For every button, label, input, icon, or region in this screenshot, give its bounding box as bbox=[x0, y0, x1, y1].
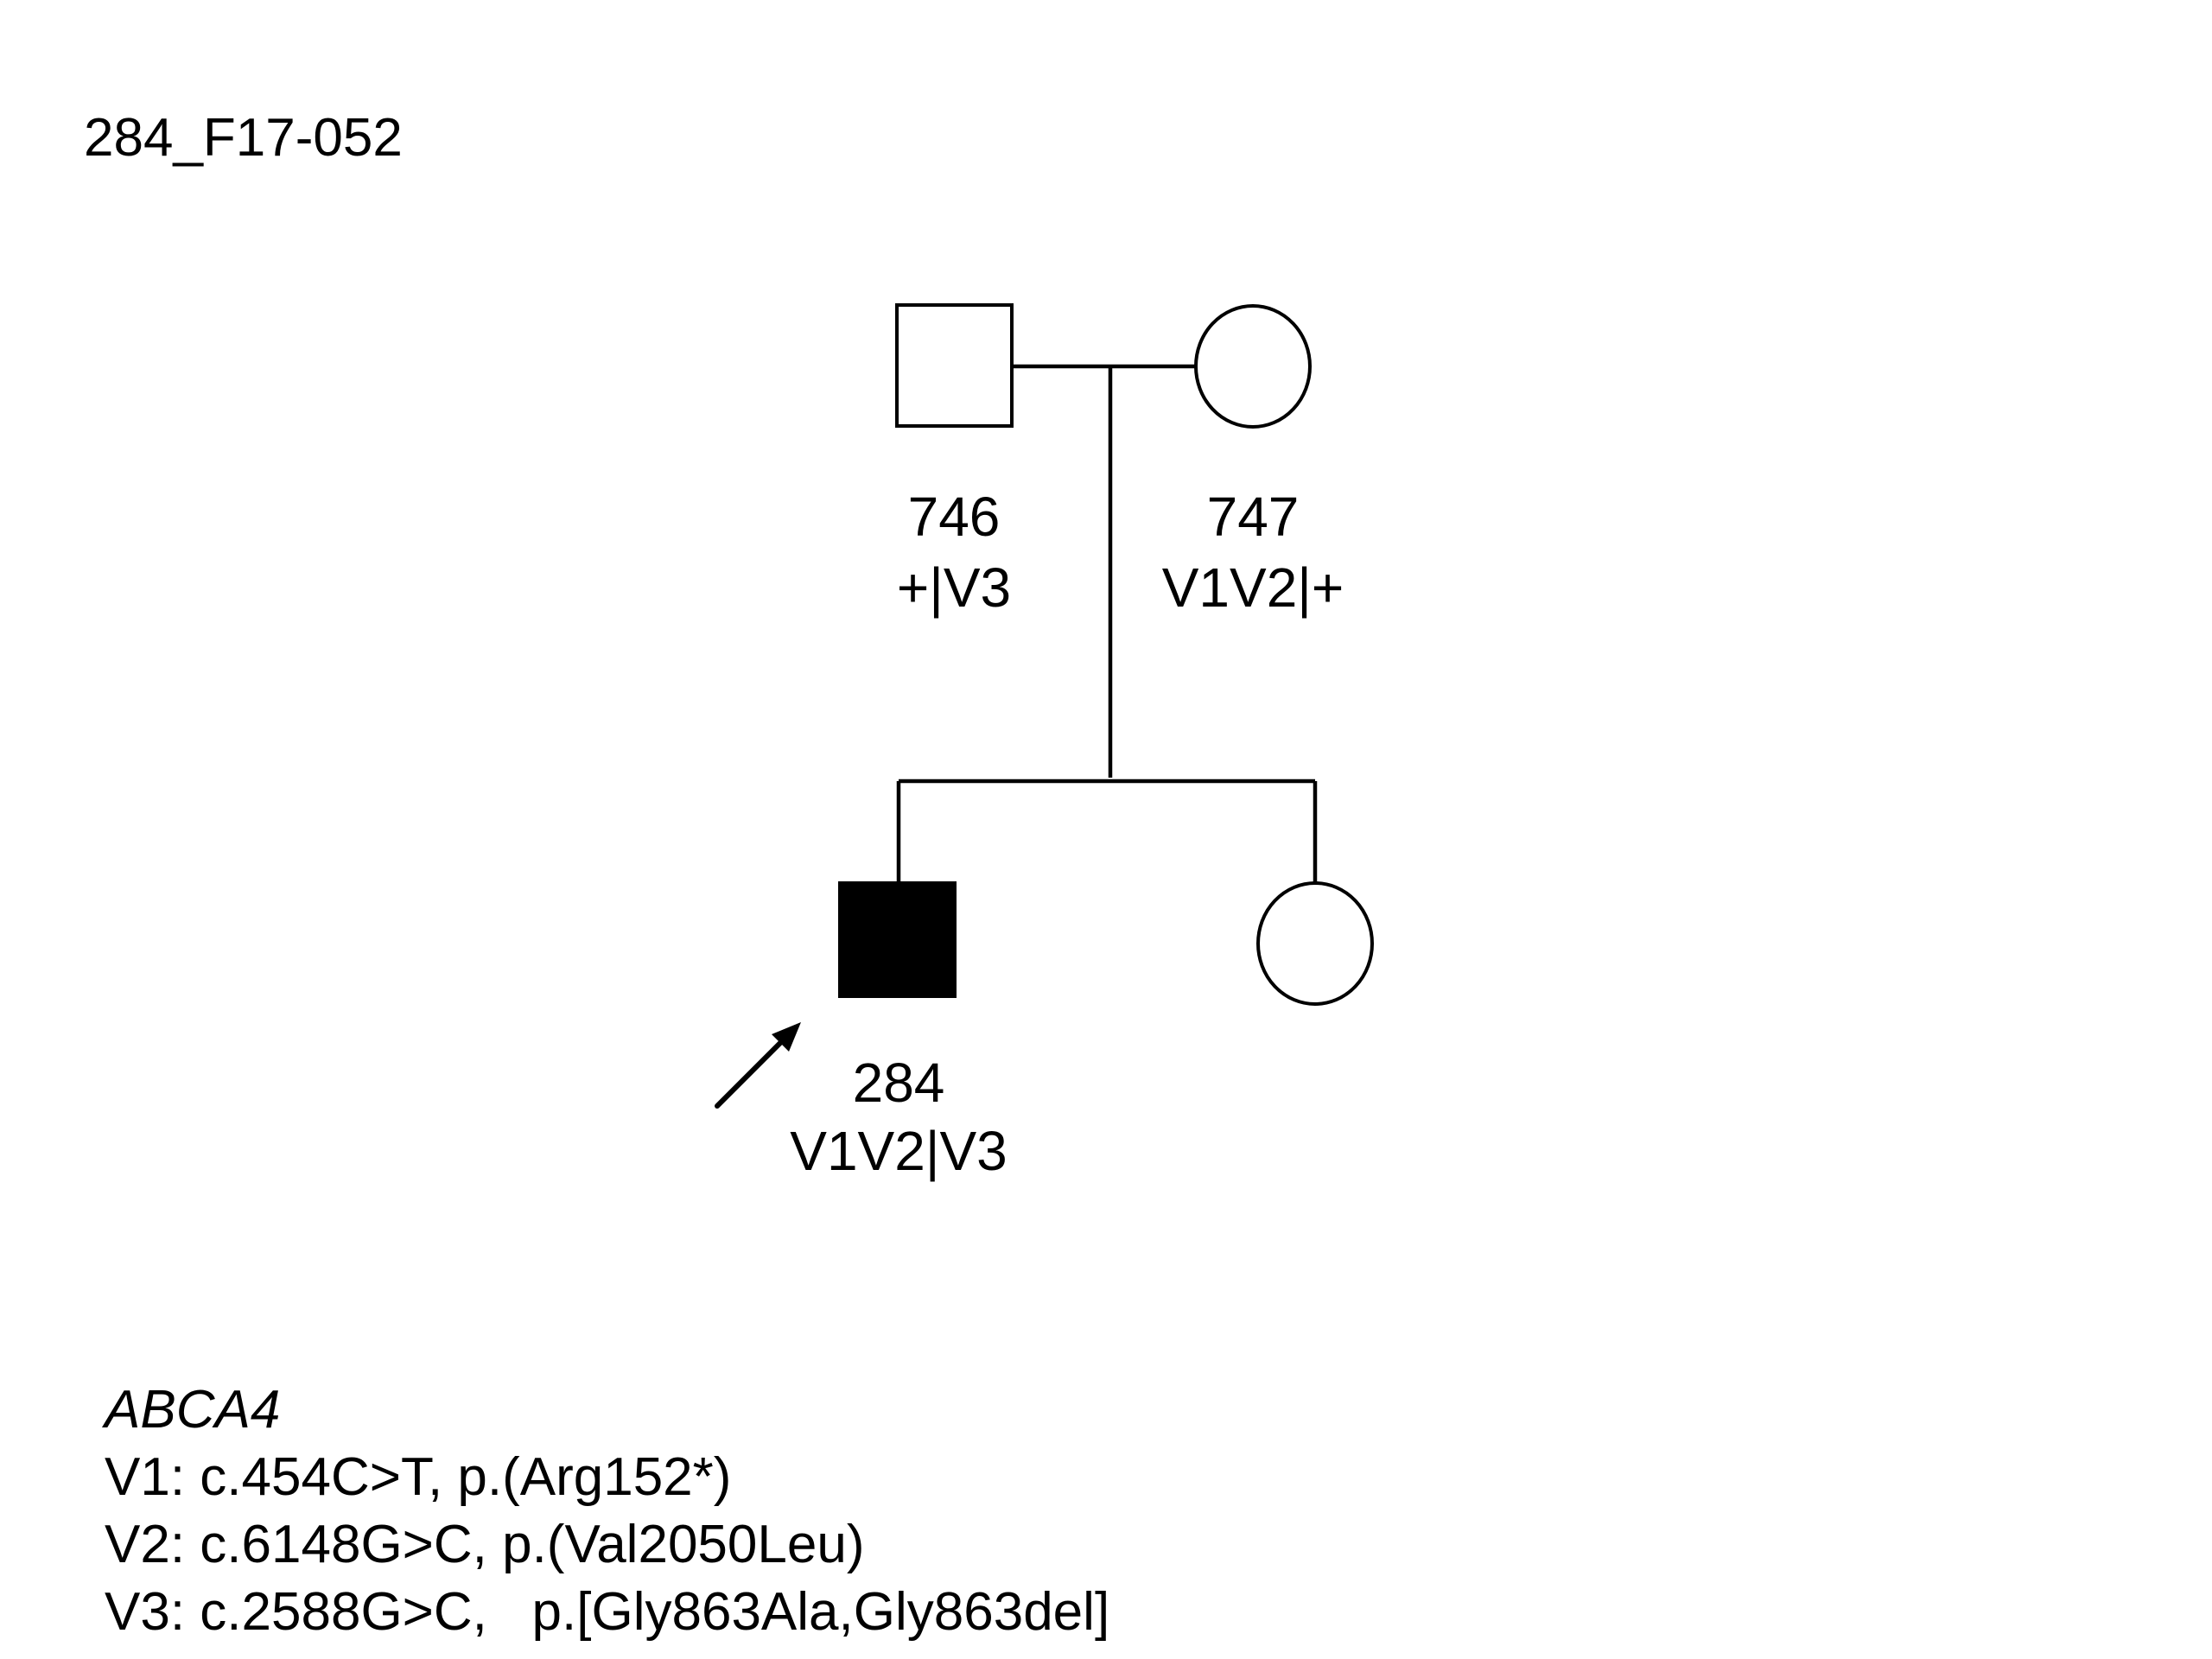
variant-legend: ABCA4 V1: c.454C>T, p.(Arg152*) V2: c.61… bbox=[101, 1380, 1109, 1642]
proband-genotype: V1V2|V3 bbox=[790, 1120, 1007, 1182]
relationship-lines bbox=[896, 364, 1318, 883]
proband-symbol bbox=[838, 881, 957, 998]
father-id: 746 bbox=[908, 486, 1001, 548]
legend-variant-3: V3: c.2588G>C, p.[Gly863Ala,Gly863del] bbox=[105, 1582, 1109, 1642]
proband-arrow-icon bbox=[715, 1022, 801, 1109]
father-genotype: +|V3 bbox=[897, 556, 1011, 619]
father-symbol bbox=[895, 303, 1014, 428]
pedigree-title: 284_F17-052 bbox=[84, 108, 403, 168]
mother-symbol bbox=[1194, 304, 1312, 429]
mother-genotype: V1V2|+ bbox=[1162, 556, 1344, 619]
proband-id: 284 bbox=[853, 1052, 945, 1114]
legend-gene: ABCA4 bbox=[101, 1380, 280, 1440]
legend-variant-2: V2: c.6148G>C, p.(Val2050Leu) bbox=[105, 1515, 864, 1574]
mother-id: 747 bbox=[1207, 486, 1300, 548]
legend-variant-1: V1: c.454C>T, p.(Arg152*) bbox=[105, 1447, 731, 1507]
sister-symbol bbox=[1256, 881, 1374, 1006]
